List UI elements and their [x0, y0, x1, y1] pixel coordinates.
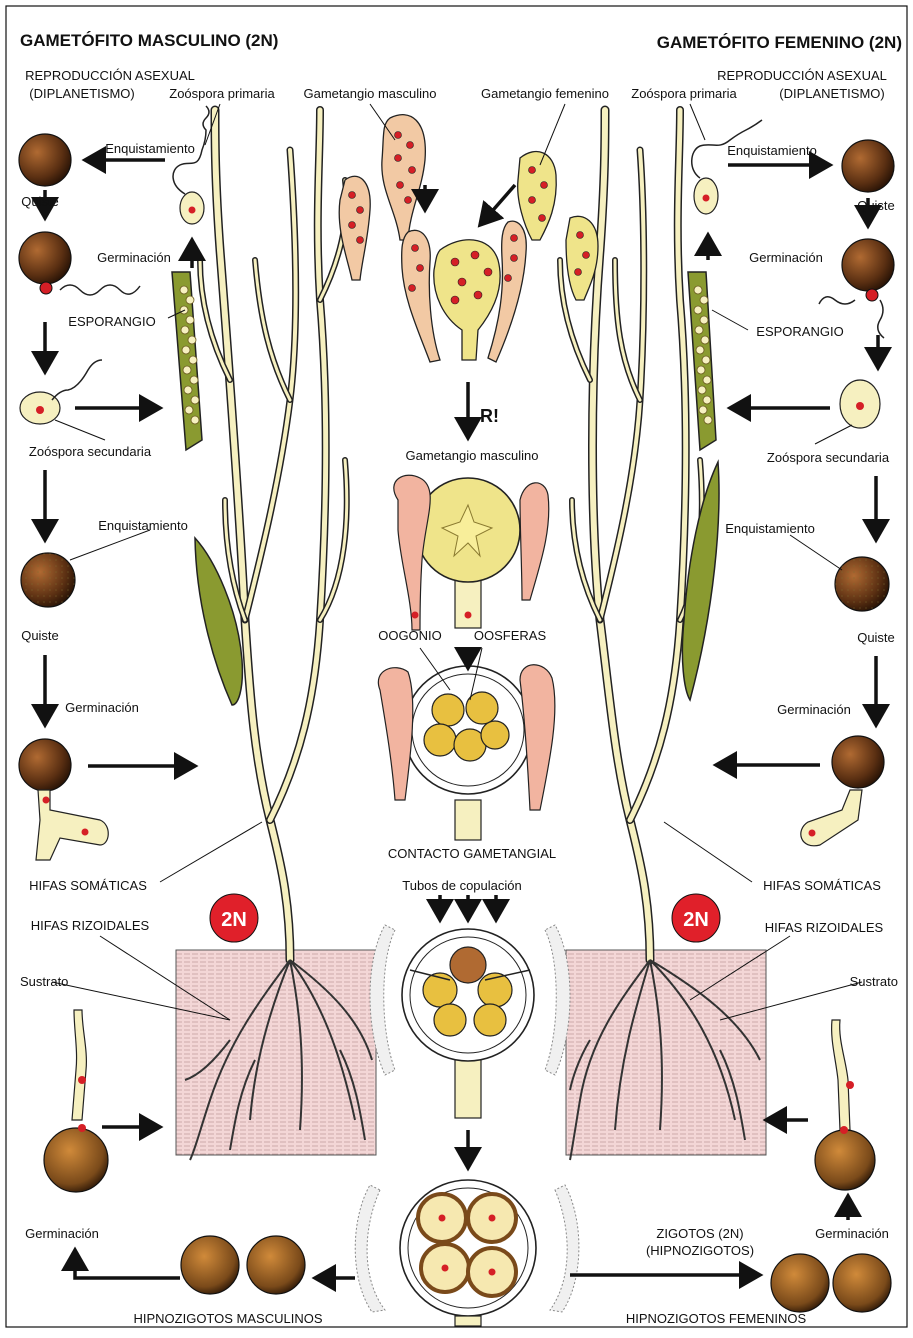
- stage-oospheres: [378, 665, 555, 840]
- male-hypnozygote-2: [247, 1236, 305, 1294]
- somatic-hyphae-right: HIFAS SOMÁTICAS: [763, 878, 881, 893]
- encystment-left-1: Enquistamiento: [105, 141, 195, 156]
- male-hypnozygote-1: [181, 1236, 239, 1294]
- male-gametangia: [339, 115, 526, 362]
- ploidy-badge-right: 2N: [672, 894, 720, 942]
- cyst-left-2: [19, 232, 71, 284]
- stage-gametangia-oogonium: [394, 475, 549, 630]
- gametangial-contact-label: CONTACTO GAMETANGIAL: [388, 846, 556, 861]
- male-gametangium-label-center: Gametangio masculino: [406, 448, 539, 463]
- cyst-label-right-1: Quiste: [857, 198, 895, 213]
- female-hypnozygote-2: [833, 1254, 891, 1312]
- hypnozygotes-paren-label: (HIPNOZIGOTOS): [646, 1243, 754, 1258]
- primary-zoospore-right: Zoóspora primaria: [631, 86, 737, 101]
- female-hypnozygote-1: [771, 1254, 829, 1312]
- germination-left-3: Germinación: [25, 1226, 99, 1241]
- cyst-label-left-1: Quiste: [21, 194, 59, 209]
- right-germinating-hypnozygote: [815, 1020, 875, 1190]
- rhizoidal-hyphae-right: HIFAS RIZOIDALES: [765, 920, 884, 935]
- zygotes-label: ZIGOTOS (2N): [656, 1226, 743, 1241]
- substrate-right: [566, 950, 766, 1155]
- asexual-repro-right: REPRODUCCIÓN ASEXUAL: [717, 68, 887, 83]
- female-gametophyte-title: GAMETÓFITO FEMENINO (2N): [657, 33, 902, 52]
- diplanetism-right: (DIPLANETISMO): [779, 86, 884, 101]
- germination-left-1: Germinación: [97, 250, 171, 265]
- germination-right-1: Germinación: [749, 250, 823, 265]
- right-asexual-cycle: [692, 120, 894, 846]
- sporangium-label-left: ESPORANGIO: [68, 314, 155, 329]
- stage-zygotes: [355, 1180, 579, 1326]
- male-gametangium-label: Gametangio masculino: [304, 86, 437, 101]
- somatic-hyphae-left: HIFAS SOMÁTICAS: [29, 878, 147, 893]
- sporangium-left: [172, 272, 202, 450]
- sporangium-right: [688, 272, 716, 450]
- copulation-tubes-label: Tubos de copulación: [402, 878, 522, 893]
- oospheres-label: OOSFERAS: [474, 628, 547, 643]
- substrate-left: [176, 950, 376, 1155]
- empty-sporangium-left: [195, 538, 242, 705]
- encystment-right-1: Enquistamiento: [727, 143, 817, 158]
- cyst-label-right-2: Quiste: [857, 630, 895, 645]
- germination-left-2: Germinación: [65, 700, 139, 715]
- female-hypnozygotes-label: HIPNOZIGOTOS FEMENINOS: [626, 1311, 807, 1326]
- cyst-left-1: [19, 134, 71, 186]
- substrate-label-right: Sustrato: [850, 974, 898, 989]
- r-factor-label: R!: [480, 406, 499, 426]
- left-germinating-hypnozygote: [44, 1010, 108, 1192]
- svg-text:2N: 2N: [221, 909, 247, 931]
- cyst-label-left-2: Quiste: [21, 628, 59, 643]
- svg-text:2N: 2N: [683, 909, 709, 931]
- asexual-repro-left: REPRODUCCIÓN ASEXUAL: [25, 68, 195, 83]
- stage-copulation: [370, 925, 570, 1118]
- substrate-label-left: Sustrato: [20, 974, 68, 989]
- primary-zoospore-left: Zoóspora primaria: [169, 86, 275, 101]
- encystment-right-2: Enquistamiento: [725, 521, 815, 536]
- male-gametophyte-hyphae: [200, 110, 347, 960]
- left-asexual-cycle: [19, 106, 209, 860]
- sporangium-label-right: ESPORANGIO: [756, 324, 843, 339]
- secondary-zoospore-right-label: Zoóspora secundaria: [767, 450, 890, 465]
- female-gametangium-label: Gametangio femenino: [481, 86, 609, 101]
- encystment-left-2: Enquistamiento: [98, 518, 188, 533]
- ploidy-badge-left: 2N: [210, 894, 258, 942]
- secondary-zoospore-left-label: Zoóspora secundaria: [29, 444, 152, 459]
- rhizoidal-hyphae-left: HIFAS RIZOIDALES: [31, 918, 150, 933]
- male-hypnozygotes-label: HIPNOZIGOTOS MASCULINOS: [133, 1311, 322, 1326]
- germination-right-3: Germinación: [815, 1226, 889, 1241]
- germination-right-2: Germinación: [777, 702, 851, 717]
- diplanetism-left: (DIPLANETISMO): [29, 86, 134, 101]
- oogonium-label: OOGONIO: [378, 628, 442, 643]
- male-gametophyte-title: GAMETÓFITO MASCULINO (2N): [20, 31, 278, 50]
